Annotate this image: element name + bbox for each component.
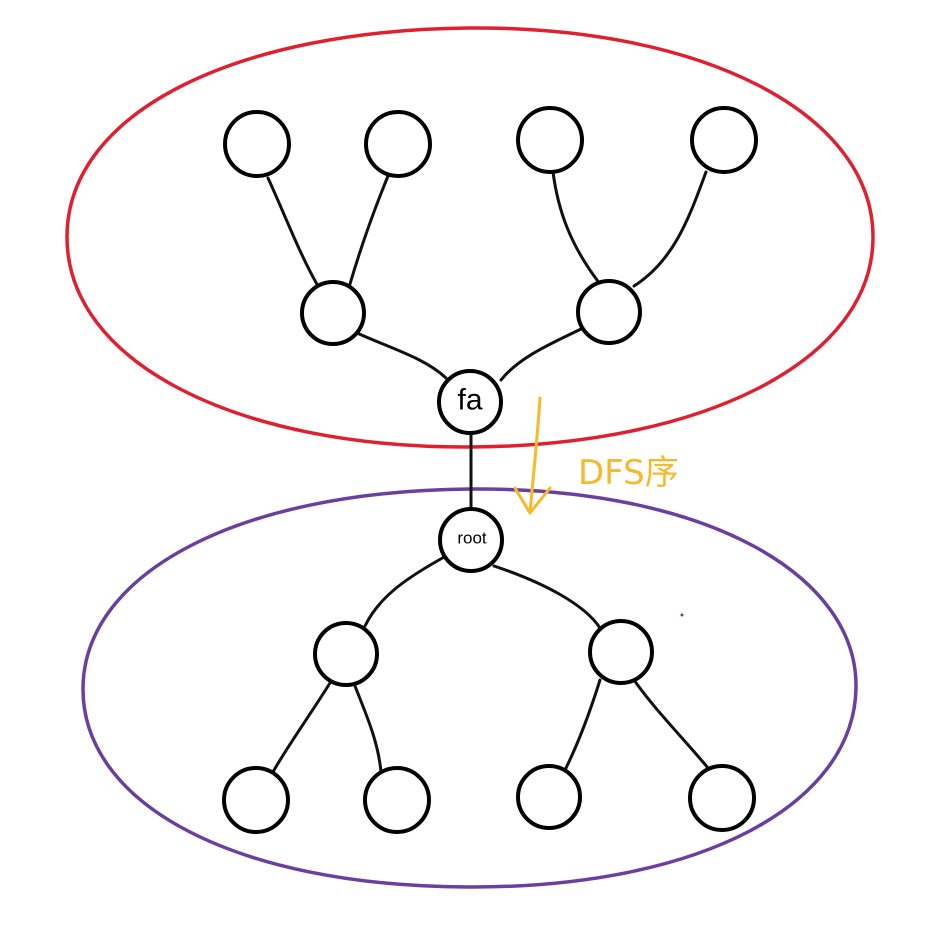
tree-node xyxy=(223,110,291,178)
edge xyxy=(363,554,448,628)
edge xyxy=(271,681,332,774)
tree-node xyxy=(363,766,431,834)
tree-node xyxy=(222,766,290,834)
fa-node-circle xyxy=(437,369,503,435)
dfs-order-label: DFS序 xyxy=(578,453,679,493)
dfs-arrow-head xyxy=(513,486,552,515)
root-node-label: root xyxy=(457,529,487,548)
upper-tree-edges xyxy=(266,170,708,382)
root-node-circle xyxy=(438,507,504,573)
dfs-arrow-shaft xyxy=(528,396,542,514)
tree-node xyxy=(364,110,432,178)
lower-tree-edges xyxy=(271,554,710,778)
edge xyxy=(632,678,710,770)
edge xyxy=(492,564,602,630)
tree-node xyxy=(690,106,758,174)
stray-dot xyxy=(680,613,684,617)
tree-node xyxy=(588,619,654,685)
tree-node xyxy=(516,764,582,830)
tree-node xyxy=(688,764,756,832)
lower-region-ellipse xyxy=(81,487,858,889)
tree-node xyxy=(576,279,642,345)
fa-node: fa xyxy=(437,369,503,435)
lower-tree-nodes xyxy=(222,619,756,834)
edge xyxy=(353,684,383,774)
tree-node xyxy=(516,106,584,174)
edge xyxy=(632,170,708,288)
edge xyxy=(560,678,602,778)
edge xyxy=(266,176,320,288)
tree-node xyxy=(300,280,366,346)
edge xyxy=(355,331,448,380)
tree-node xyxy=(313,621,379,687)
root-node: root xyxy=(438,507,504,573)
fa-node-label: fa xyxy=(457,384,482,417)
edge xyxy=(499,326,585,382)
edge xyxy=(551,170,602,286)
edge xyxy=(348,174,390,286)
upper-tree-nodes xyxy=(223,106,758,346)
dfs-order-arrow xyxy=(513,396,552,515)
